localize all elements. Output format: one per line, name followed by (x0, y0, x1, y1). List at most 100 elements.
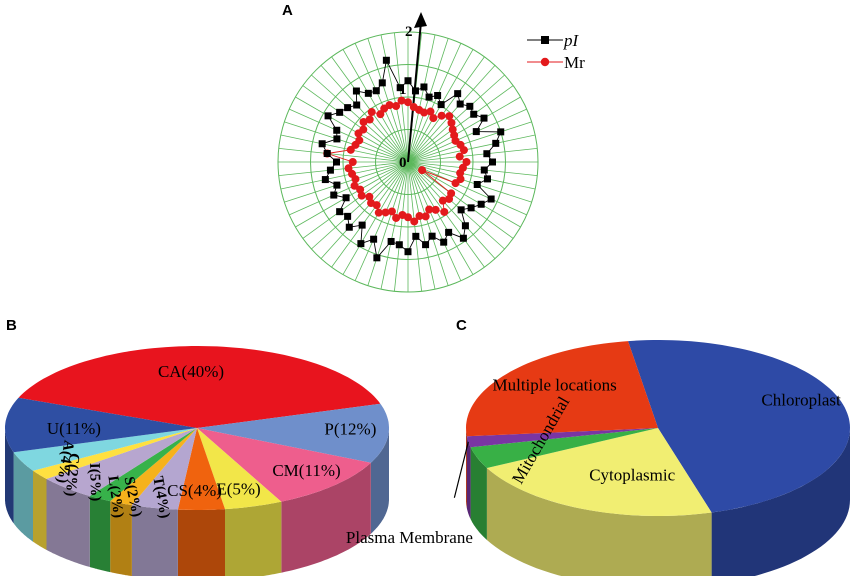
point-pi (395, 241, 403, 249)
point-pi (480, 166, 488, 174)
pie-b-slices (5, 346, 389, 576)
slice-label: E(5%) (216, 480, 260, 499)
point-pi (472, 128, 480, 136)
slice-cs- (177, 428, 225, 510)
point-pi (477, 200, 485, 208)
pie-c-slices (466, 340, 850, 576)
point-pi (492, 139, 500, 147)
slice-label: CS(4%) (167, 481, 222, 500)
point-pi (318, 140, 326, 148)
slice-label: L(2%) (104, 475, 126, 519)
point-pi (370, 235, 378, 243)
grid-spoke (407, 96, 521, 163)
point-mr (415, 212, 424, 221)
slice-chloroplast (628, 340, 850, 513)
point-pi (467, 204, 475, 212)
grid-spoke (407, 34, 436, 163)
point-mr (421, 212, 430, 221)
radial-tick-label: 1 (399, 82, 407, 98)
point-mr (410, 217, 419, 226)
point-mr (438, 196, 447, 205)
point-pi (345, 223, 353, 231)
slice-label: CM(11%) (272, 461, 340, 480)
legend-pi-marker (541, 36, 549, 44)
grid-spoke (407, 85, 514, 163)
point-pi (373, 254, 381, 262)
point-mr (392, 102, 401, 111)
slice-label: Chloroplast (761, 390, 841, 409)
radar-grid (277, 12, 539, 293)
point-pi (321, 176, 329, 184)
point-pi (330, 191, 338, 199)
grid-spoke (407, 161, 536, 190)
grid-spoke (284, 161, 409, 203)
slice-label: I(5%) (86, 463, 103, 502)
point-pi (353, 101, 361, 109)
slice-label: T(4%) (149, 475, 172, 520)
point-pi (336, 108, 344, 116)
grid-spoke (278, 161, 409, 176)
slice-mitochondrial (470, 428, 658, 468)
radar-series-layer (318, 56, 505, 262)
radar-chart: A 012 pI Mr (277, 2, 585, 293)
slice-side-plasma-membrane (466, 436, 471, 520)
slice-side-cm- (281, 462, 371, 573)
grid-spoke (407, 74, 505, 163)
point-mr (418, 166, 427, 175)
slice-side-cs- (177, 509, 225, 576)
panel-label-b: B (6, 317, 17, 334)
slice-cm- (197, 428, 371, 502)
grid-spoke (407, 161, 474, 275)
point-pi (333, 181, 341, 189)
slice-side-s- (110, 501, 132, 576)
panel-label-c: C (456, 317, 467, 334)
point-mr (397, 96, 406, 105)
grid-spoke (354, 43, 409, 163)
point-pi (344, 212, 352, 220)
slice-ca- (18, 346, 381, 428)
point-pi (434, 91, 442, 99)
slice-side-l- (89, 496, 111, 573)
point-pi (378, 79, 386, 87)
point-pi (456, 100, 464, 108)
point-pi (333, 158, 340, 166)
point-mr (456, 169, 465, 178)
point-pi (437, 101, 445, 109)
point-pi (342, 194, 350, 202)
pie-chart-b: B CA(40%)P(12%)CM(11%)E(5%)CS(4%)T(4%)S(… (5, 317, 389, 576)
radial-tick-label: 2 (405, 24, 413, 40)
slice-side-c- (33, 470, 47, 550)
grid-spoke (295, 161, 409, 228)
point-pi (487, 195, 495, 203)
point-mr (344, 164, 353, 173)
slice-s- (110, 428, 197, 506)
point-pi (404, 248, 412, 256)
point-mr (355, 136, 364, 145)
grid-spoke (278, 148, 409, 163)
grid-spoke (320, 65, 409, 163)
grid-spoke (407, 161, 436, 290)
slice-label: Multiple locations (493, 375, 617, 394)
point-pi (454, 90, 462, 98)
point-pi (324, 112, 332, 120)
radial-axis-arrow (414, 12, 427, 28)
radar-legend: pI Mr (527, 31, 585, 72)
slice-label: U(11%) (47, 419, 101, 438)
legend-mr-label: Mr (564, 53, 585, 72)
grid-spoke (407, 161, 532, 203)
grid-spoke (320, 161, 409, 259)
point-mr (365, 192, 374, 201)
slice-u- (5, 397, 197, 453)
slice-side-chloroplast (711, 428, 850, 576)
point-pi (372, 87, 380, 95)
grid-spoke (407, 161, 527, 216)
point-pi (459, 234, 467, 242)
grid-spoke (331, 161, 409, 268)
slice-side-t- (131, 505, 178, 576)
grid-spoke (342, 161, 409, 275)
point-mr (387, 207, 396, 216)
panel-label-a: A (282, 2, 293, 19)
point-pi (333, 126, 341, 134)
point-pi (387, 237, 395, 245)
point-mr (350, 181, 359, 190)
